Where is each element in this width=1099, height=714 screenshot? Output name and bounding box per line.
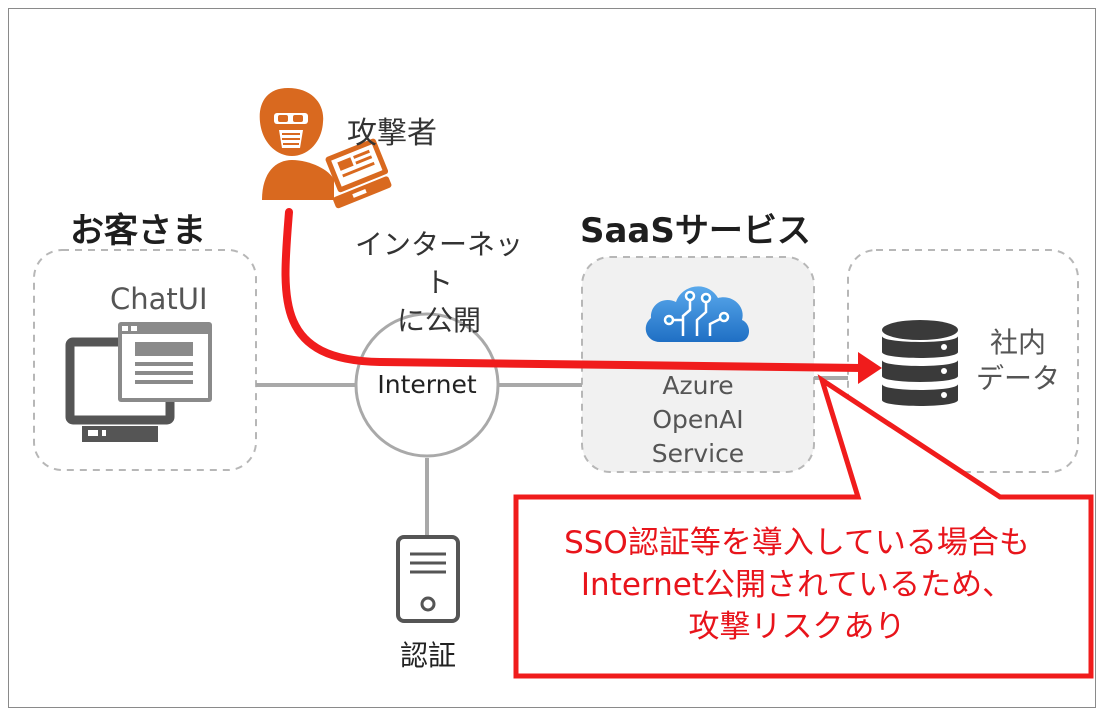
azure-openai-cloud-icon bbox=[645, 286, 750, 342]
network-links bbox=[256, 376, 848, 535]
customer-box bbox=[33, 249, 257, 471]
chatui-label: ChatUI bbox=[110, 282, 208, 316]
desktop-monitor-icon bbox=[65, 322, 212, 442]
internet-exposed-label: インターネット に公開 bbox=[354, 228, 523, 337]
internet-node bbox=[354, 312, 500, 458]
customer-heading: お客さま bbox=[70, 211, 206, 251]
hooded-attacker-with-laptop-icon bbox=[259, 88, 392, 209]
database-stack-icon bbox=[882, 320, 958, 406]
callout-line-1: SSO認証等を導入している場合も bbox=[564, 525, 1030, 561]
server-tower-icon bbox=[396, 535, 460, 623]
warning-callout bbox=[513, 374, 1094, 679]
internal-data-label: 社内 データ bbox=[975, 326, 1060, 395]
auth-label: 認証 bbox=[399, 639, 456, 672]
callout-line-3: 攻撃リスクあり bbox=[688, 609, 906, 645]
internet-label: Internet bbox=[377, 370, 477, 399]
attack-path-arrow bbox=[281, 208, 882, 384]
attacker-label: 攻撃者 bbox=[347, 116, 437, 151]
saas-heading: SaaSサービス bbox=[580, 211, 811, 251]
azure-openai-label: Azure OpenAI Service bbox=[651, 371, 745, 468]
internal-data-box bbox=[847, 249, 1079, 473]
callout-text: SSO認証等を導入している場合も Internet公開されているため、 攻撃リス… bbox=[516, 522, 1078, 648]
callout-line-2: Internet公開されているため、 bbox=[580, 567, 1014, 603]
